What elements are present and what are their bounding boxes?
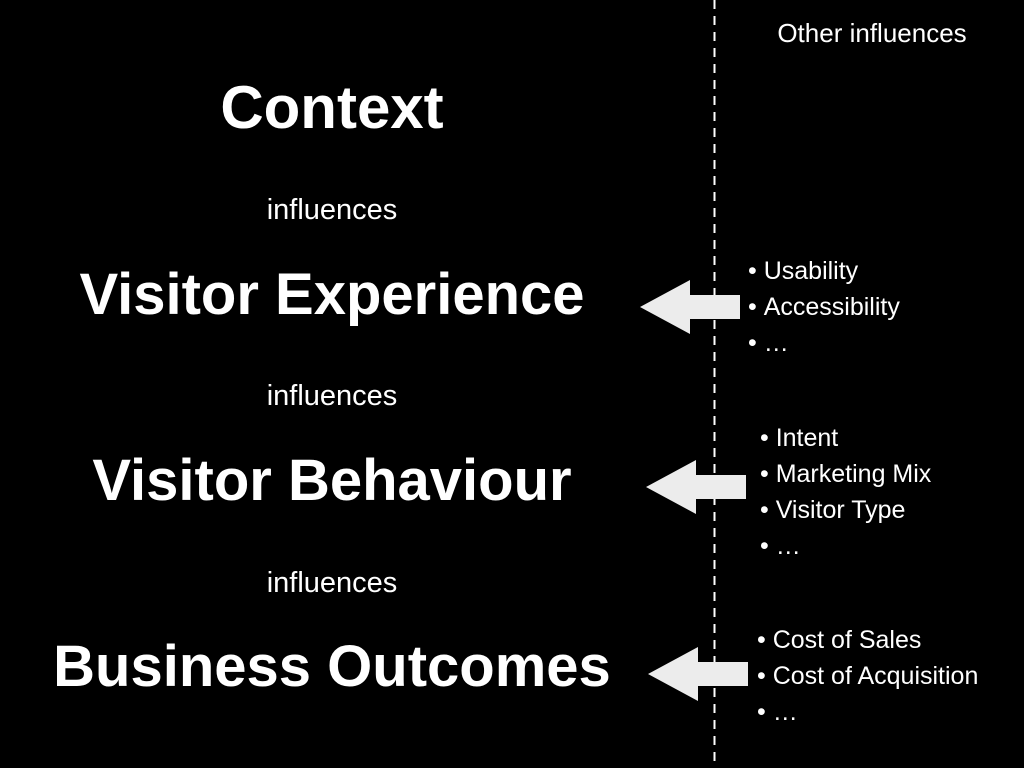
connector-label: influences	[266, 380, 398, 412]
list-item: Accessibility	[748, 289, 900, 325]
behaviour-influences-list: Intent Marketing Mix Visitor Type …	[760, 420, 932, 564]
stage-title-visitor-behaviour: Visitor Behaviour	[92, 448, 572, 513]
connector-label: influences	[266, 567, 398, 599]
left-arrow-icon	[640, 280, 740, 334]
other-influences-header: Other influences	[777, 18, 967, 48]
list-item: …	[757, 694, 978, 730]
list-item: Marketing Mix	[760, 456, 932, 492]
stage-title-context: Context	[220, 74, 444, 141]
list-item: Visitor Type	[760, 492, 931, 528]
list-item: Usability	[748, 253, 900, 289]
stage-title-business-outcomes: Business Outcomes	[53, 634, 611, 699]
dashed-divider-line	[713, 0, 716, 768]
left-arrow-icon	[646, 460, 746, 514]
list-item: Intent	[760, 420, 931, 456]
list-item: …	[748, 325, 900, 361]
experience-influences-list: Usability Accessibility …	[748, 253, 900, 361]
outcomes-influences-list: Cost of Sales Cost of Acquisition …	[757, 622, 979, 730]
connector-label: influences	[266, 194, 398, 226]
list-item: Cost of Sales	[757, 622, 978, 658]
left-arrow-icon	[648, 647, 748, 701]
stage-title-visitor-experience: Visitor Experience	[79, 262, 585, 327]
list-item: …	[760, 528, 931, 564]
list-item: Cost of Acquisition	[757, 658, 979, 694]
